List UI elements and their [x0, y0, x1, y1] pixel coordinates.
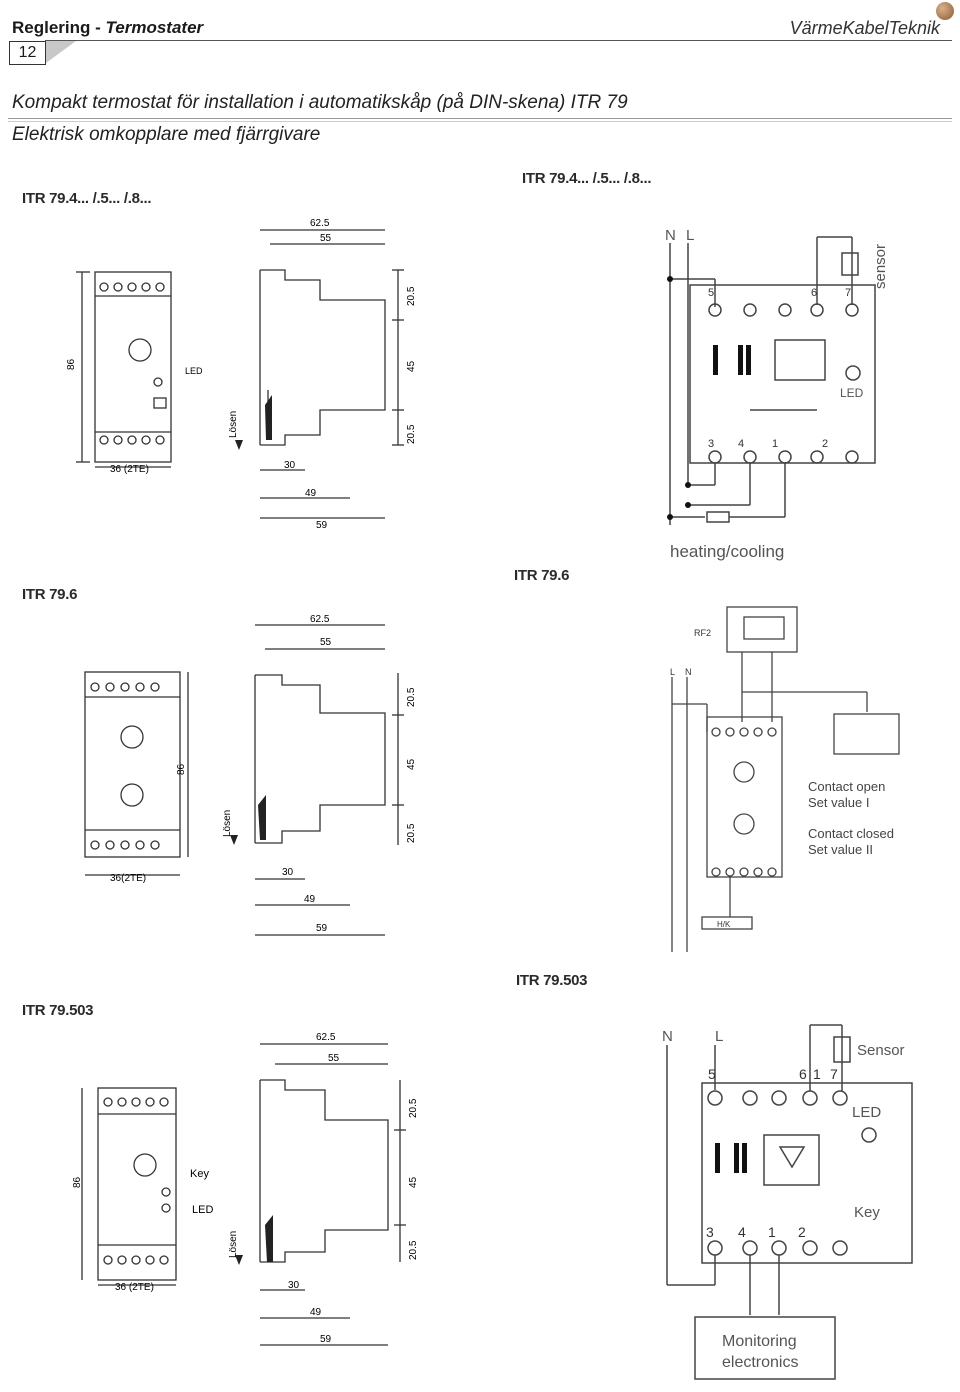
wire3-t1a: 1	[813, 1066, 821, 1082]
wire1-sensor: sensor	[872, 244, 889, 289]
wire1-t6: 6	[811, 287, 817, 299]
dim3-d49: 49	[310, 1307, 322, 1318]
wire1-t2: 2	[822, 438, 828, 450]
wire3-t7: 7	[830, 1066, 838, 1082]
wire3-t3: 3	[706, 1224, 714, 1240]
page-wedge	[46, 41, 76, 63]
wire1-t1: 1	[772, 438, 778, 450]
dim3-d45: 45	[408, 1176, 419, 1188]
wire2-label: ITR 79.6	[514, 567, 570, 584]
dim3-key: Key	[190, 1168, 209, 1180]
brand-ball-icon	[936, 2, 954, 20]
wire2-contact-closed: Contact closed	[808, 826, 894, 841]
dimension-drawing-1: 86 36 (2TE) 62.5 55 20.5 45 20.5 30 49 5…	[66, 218, 417, 531]
dim3-d205a: 20.5	[408, 1098, 419, 1118]
wiring-diagram-1: N L sensor LED 5 6 7 3 4 1 2 heating/coo…	[665, 227, 889, 561]
wire1-led: LED	[840, 386, 864, 400]
wire1-t3: 3	[708, 438, 714, 450]
title-rule-2	[8, 121, 952, 122]
dim1-width: 36 (2TE)	[110, 464, 149, 475]
dim3-d205b: 20.5	[408, 1240, 419, 1260]
dim1-d49: 49	[305, 488, 317, 499]
wire3-t2: 2	[798, 1224, 806, 1240]
dim2-d205b: 20.5	[406, 823, 417, 843]
wire2-hk: H/K	[717, 920, 731, 929]
dim3-width: 36 (2TE)	[115, 1282, 154, 1293]
dim1-label: ITR 79.4... /.5... /.8...	[22, 190, 152, 207]
dim2-width: 36(2TE)	[110, 873, 146, 884]
wire3-sensor: Sensor	[857, 1042, 905, 1059]
header-rule	[45, 40, 952, 41]
dim1-d59: 59	[316, 520, 328, 531]
wire3-electronics: electronics	[722, 1354, 798, 1371]
dim3-d30: 30	[288, 1280, 300, 1291]
wire3-monitoring: Monitoring	[722, 1333, 797, 1350]
dim2-d45: 45	[406, 758, 417, 770]
wire3-l: L	[715, 1028, 723, 1045]
dimension-drawing-2: 86 36(2TE) 62.5 55 20.5 45 20.5 30 49 59…	[84, 614, 417, 936]
wire2-set-value-2: Set value II	[808, 842, 873, 857]
wire3-t6: 6	[799, 1066, 807, 1082]
dim2-losen: Lösen	[222, 810, 233, 837]
dim3-d625: 62.5	[316, 1032, 336, 1043]
dim3-label: ITR 79.503	[22, 1002, 94, 1019]
section-title: Reglering - Termostater	[12, 18, 204, 37]
wire1-t4: 4	[738, 438, 744, 450]
wire1-caption: heating/cooling	[670, 542, 784, 561]
dim3-d59: 59	[320, 1334, 332, 1345]
wire2-l: L	[670, 667, 675, 677]
wire1-l: L	[686, 227, 694, 244]
dim1-losen: Lösen	[228, 411, 239, 438]
dim2-d205a: 20.5	[406, 687, 417, 707]
dim2-d625: 62.5	[310, 614, 330, 625]
wire3-label: ITR 79.503	[516, 972, 588, 989]
wire3-key: Key	[854, 1204, 880, 1221]
dim1-d55: 55	[320, 233, 332, 244]
dim2-d55: 55	[320, 637, 332, 648]
dim2-label: ITR 79.6	[22, 586, 78, 603]
dim2-d49: 49	[304, 894, 316, 905]
wire3-t5: 5	[708, 1066, 716, 1082]
wire3-led: LED	[852, 1104, 881, 1121]
dim3-height: 86	[72, 1176, 83, 1188]
wiring-diagram-2: RF2 L N Contact open Set value I Contact…	[670, 606, 900, 952]
dim2-d30: 30	[282, 867, 294, 878]
dim3-losen: Lösen	[228, 1231, 239, 1258]
page-number: 12	[9, 41, 46, 65]
wiring-diagram-3: N L Sensor LED Key 5 6 1 7 3 4 1 2 Monit…	[662, 1024, 913, 1380]
wire1-t5: 5	[708, 287, 714, 299]
wire1-t7: 7	[845, 287, 851, 299]
dimension-drawing-3: 86 36 (2TE) 62.5 55 20.5 45 20.5 30 49 5…	[72, 1032, 419, 1346]
dim1-d205a: 20.5	[406, 286, 417, 306]
wire2-contact-open: Contact open	[808, 779, 885, 794]
dim3-d55: 55	[328, 1053, 340, 1064]
dim2-d59: 59	[316, 923, 328, 934]
dim1-led: LED	[185, 366, 203, 376]
dim3-led: LED	[192, 1204, 213, 1216]
page-subtitle: Elektrisk omkopplare med fjärrgivare	[12, 124, 321, 145]
wire2-set-value-1: Set value I	[808, 795, 869, 810]
brand-name: VärmeKabelTeknik	[789, 18, 940, 38]
dim1-d625: 62.5	[310, 218, 330, 229]
wire1-n: N	[665, 227, 676, 244]
wire2-n: N	[685, 667, 692, 677]
wire3-n: N	[662, 1028, 673, 1045]
dim1-d30: 30	[284, 460, 296, 471]
wire2-rf2: RF2	[694, 628, 711, 638]
wire3-t1: 1	[768, 1224, 776, 1240]
dim1-height: 86	[66, 358, 77, 370]
title-rule	[8, 118, 952, 119]
dim1-d45: 45	[406, 360, 417, 372]
dim1-d205b: 20.5	[406, 424, 417, 444]
wire3-t4: 4	[738, 1224, 746, 1240]
page-title: Kompakt termostat för installation i aut…	[12, 92, 628, 113]
dim2-height: 86	[176, 763, 187, 775]
wire1-label: ITR 79.4... /.5... /.8...	[522, 170, 652, 187]
